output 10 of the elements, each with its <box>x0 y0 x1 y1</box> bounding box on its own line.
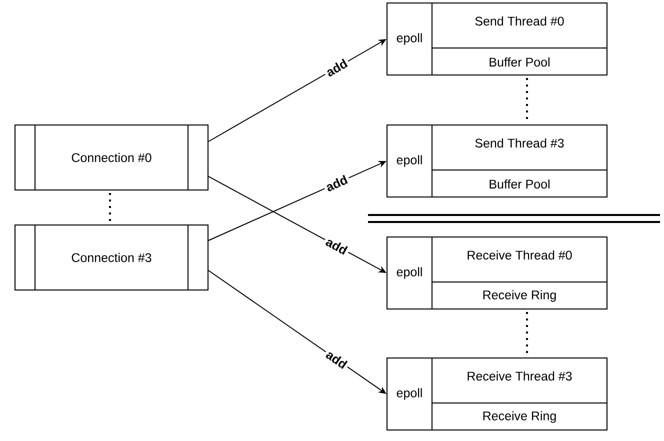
epoll-box: epoll <box>386 124 432 198</box>
epoll-box: epoll <box>386 358 432 430</box>
edge-label: add <box>322 55 352 80</box>
edge-label: add <box>322 234 352 258</box>
epoll-box: epoll <box>386 2 432 76</box>
process-box: Connection #0 <box>14 124 208 190</box>
edge-label: add <box>322 346 352 372</box>
process-box: Connection #3 <box>14 224 208 290</box>
epoll-box: epoll <box>386 236 432 310</box>
edge-label: add <box>322 172 352 195</box>
